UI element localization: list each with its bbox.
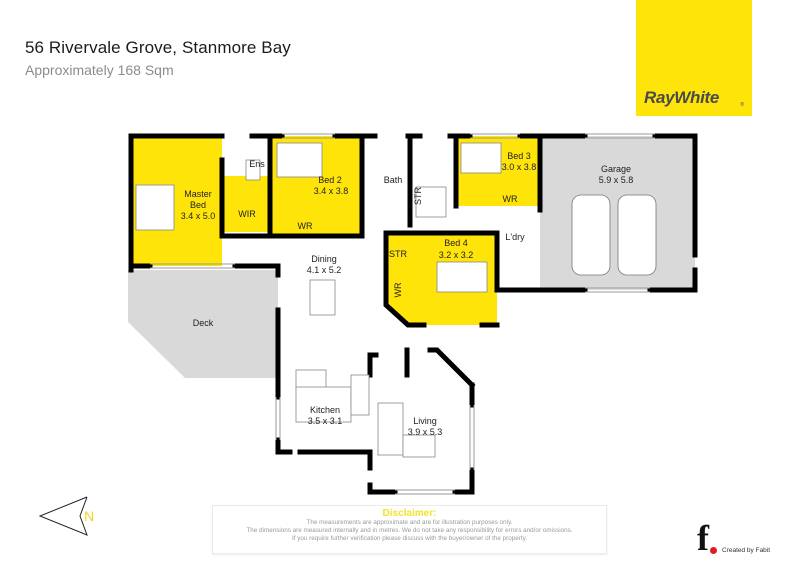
bed-2-wr-label: WR: [298, 221, 313, 231]
bed-4-wr-label: WR: [393, 282, 403, 297]
wir-label: WIR: [238, 209, 256, 219]
bath-label: Bath: [384, 175, 403, 185]
fabit-dot-icon: [710, 547, 717, 554]
master-bed-label: Master: [184, 189, 212, 199]
master-bed-label-2: Bed: [190, 200, 206, 210]
property-area: Approximately 168 Sqm: [25, 62, 174, 78]
deck-floor: [128, 270, 278, 378]
fabit-credit-text: Created by Fabit: [722, 547, 771, 554]
bed-2-label: Bed 2: [318, 175, 342, 185]
master-bed-size: 3.4 x 5.0: [181, 211, 216, 221]
living-size: 3.9 x 5.3: [408, 427, 443, 437]
north-arrow-icon: [38, 496, 88, 536]
windows: [150, 133, 655, 495]
garage-size: 5.9 x 5.8: [599, 175, 634, 185]
walls: [128, 133, 698, 495]
registered-mark: ®: [740, 102, 744, 108]
bed-4-label: Bed 4: [444, 238, 468, 248]
logo-text: RayWhite: [644, 88, 720, 107]
room-labels: Master Bed 3.4 x 5.0 Ens WIR Bed 2 3.4 x…: [181, 151, 634, 437]
bed-3-wr-label: WR: [503, 194, 518, 204]
kitchen-label: Kitchen: [310, 405, 340, 415]
deck-label: Deck: [193, 318, 214, 328]
bed-4-size: 3.2 x 3.2: [439, 250, 474, 260]
bed-3-label: Bed 3: [507, 151, 531, 161]
furniture: [135, 142, 502, 458]
fabit-logo-icon: f: [697, 518, 709, 558]
bed-2-size: 3.4 x 3.8: [314, 186, 349, 196]
car-icons: [571, 194, 657, 276]
bed-3-size: 3.0 x 3.8: [502, 162, 537, 172]
raywhite-logo: RayWhite ®: [636, 0, 752, 116]
garage-floor: [540, 136, 695, 290]
disclaimer-title: Disclaimer:: [382, 508, 437, 519]
property-address: 56 Rivervale Grove, Stanmore Bay: [25, 38, 291, 57]
north-label: N: [84, 508, 95, 524]
disclaimer-box: Disclaimer: The measurements are approxi…: [212, 505, 607, 554]
disclaimer-line-2: The dimensions are measured internally a…: [246, 527, 573, 534]
laundry-label: L'dry: [505, 232, 525, 242]
disclaimer-line-3: If you require further verification plea…: [291, 535, 528, 542]
disclaimer-line-1: The measurements are approximate and are…: [306, 519, 513, 526]
storage-1-label: STR: [413, 186, 423, 205]
dining-label: Dining: [311, 254, 337, 264]
kitchen-size: 3.5 x 3.1: [308, 416, 343, 426]
dining-size: 4.1 x 5.2: [307, 265, 342, 275]
living-label: Living: [413, 416, 437, 426]
ensuite-label: Ens: [249, 159, 265, 169]
storage-2-label: STR: [389, 249, 408, 259]
garage-label: Garage: [601, 164, 631, 174]
